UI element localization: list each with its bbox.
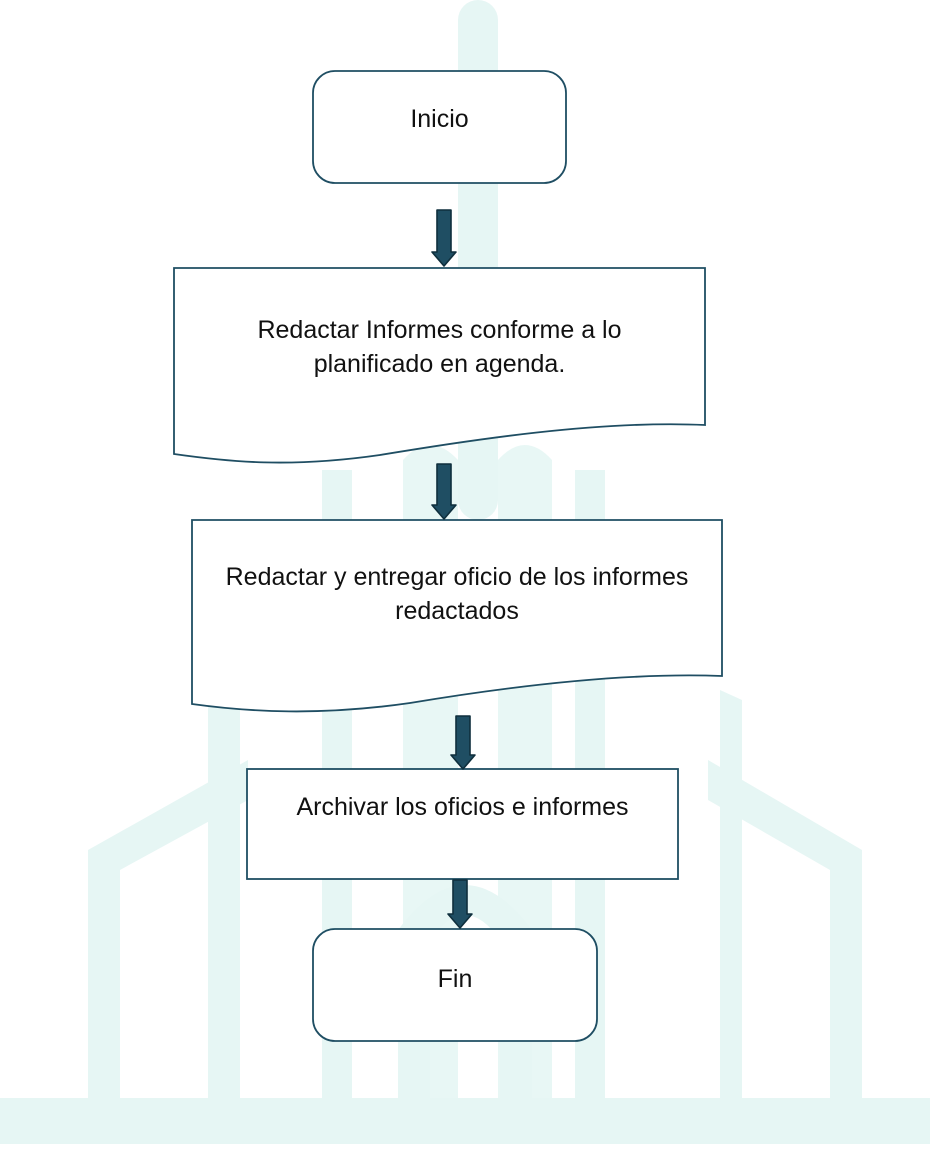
arrow-oficio-to-archivar bbox=[450, 715, 476, 770]
fin-node bbox=[312, 928, 598, 1042]
redactar-oficio-label: Redactar y entregar oficio de los inform… bbox=[225, 563, 689, 625]
arrow-informes-to-oficio bbox=[431, 463, 457, 520]
archivar-node bbox=[246, 768, 679, 880]
archivar-label: Archivar los oficios e informes bbox=[296, 793, 629, 821]
inicio-node bbox=[312, 70, 567, 184]
inicio-label: Inicio bbox=[410, 105, 469, 133]
redactar-oficio-node bbox=[191, 519, 723, 713]
redactar-informes-label: Redactar Informes conforme a lo planific… bbox=[257, 316, 622, 378]
arrow-inicio-to-informes bbox=[431, 209, 457, 267]
fin-label: Fin bbox=[437, 965, 473, 993]
redactar-informes-node bbox=[173, 267, 706, 464]
arrow-archivar-to-fin bbox=[447, 879, 473, 929]
